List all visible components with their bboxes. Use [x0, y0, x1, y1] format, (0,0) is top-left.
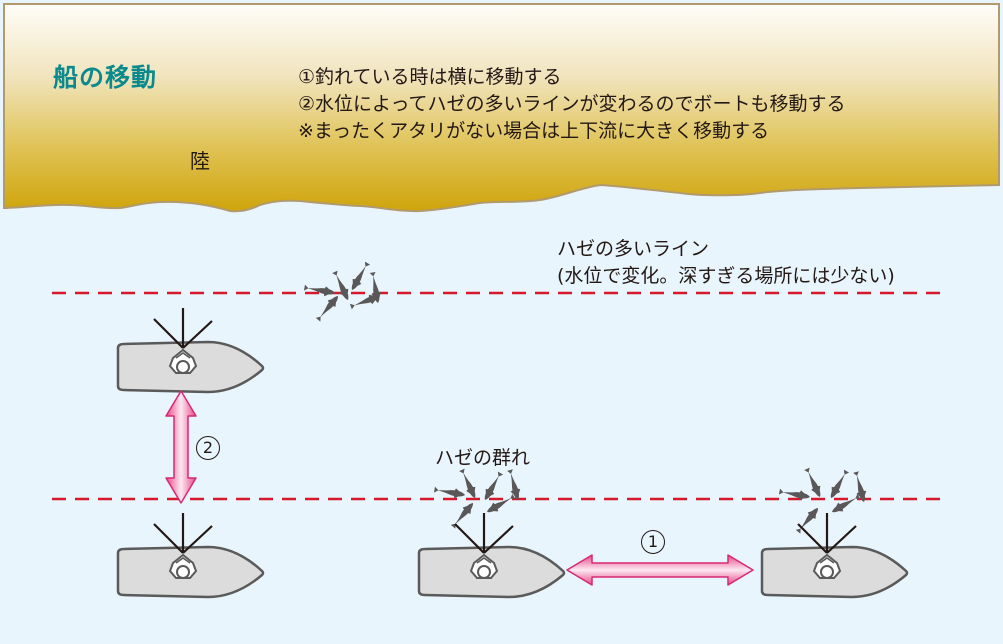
goby-line-label: ハゼの多いライン (水位で変化。深すぎる場所には少ない)	[557, 236, 895, 290]
goby-line-label-note: (水位で変化。深すぎる場所には少ない)	[557, 265, 895, 287]
land-label: 陸	[190, 149, 210, 173]
land-area	[3, 3, 1000, 213]
note-item: ②水位によってハゼの多いラインが変わるのでボートも移動する	[298, 93, 846, 115]
move-number-2: 2	[196, 436, 220, 460]
page-title: 船の移動	[53, 63, 158, 92]
goby-school-label: ハゼの群れ	[435, 447, 531, 469]
notes-list: ①釣れている時は横に移動する ②水位によってハゼの多いラインが変わるのでボートも…	[298, 64, 846, 145]
move-number-1: 1	[641, 530, 665, 554]
note-item: ①釣れている時は横に移動する	[298, 66, 562, 88]
goby-line-label-title: ハゼの多いライン	[557, 238, 710, 260]
double-arrow-icon-vertical	[165, 390, 197, 504]
note-item: ※まったくアタリがない場合は上下流に大きく移動する	[298, 120, 770, 142]
double-arrow-icon-horizontal	[566, 554, 754, 586]
